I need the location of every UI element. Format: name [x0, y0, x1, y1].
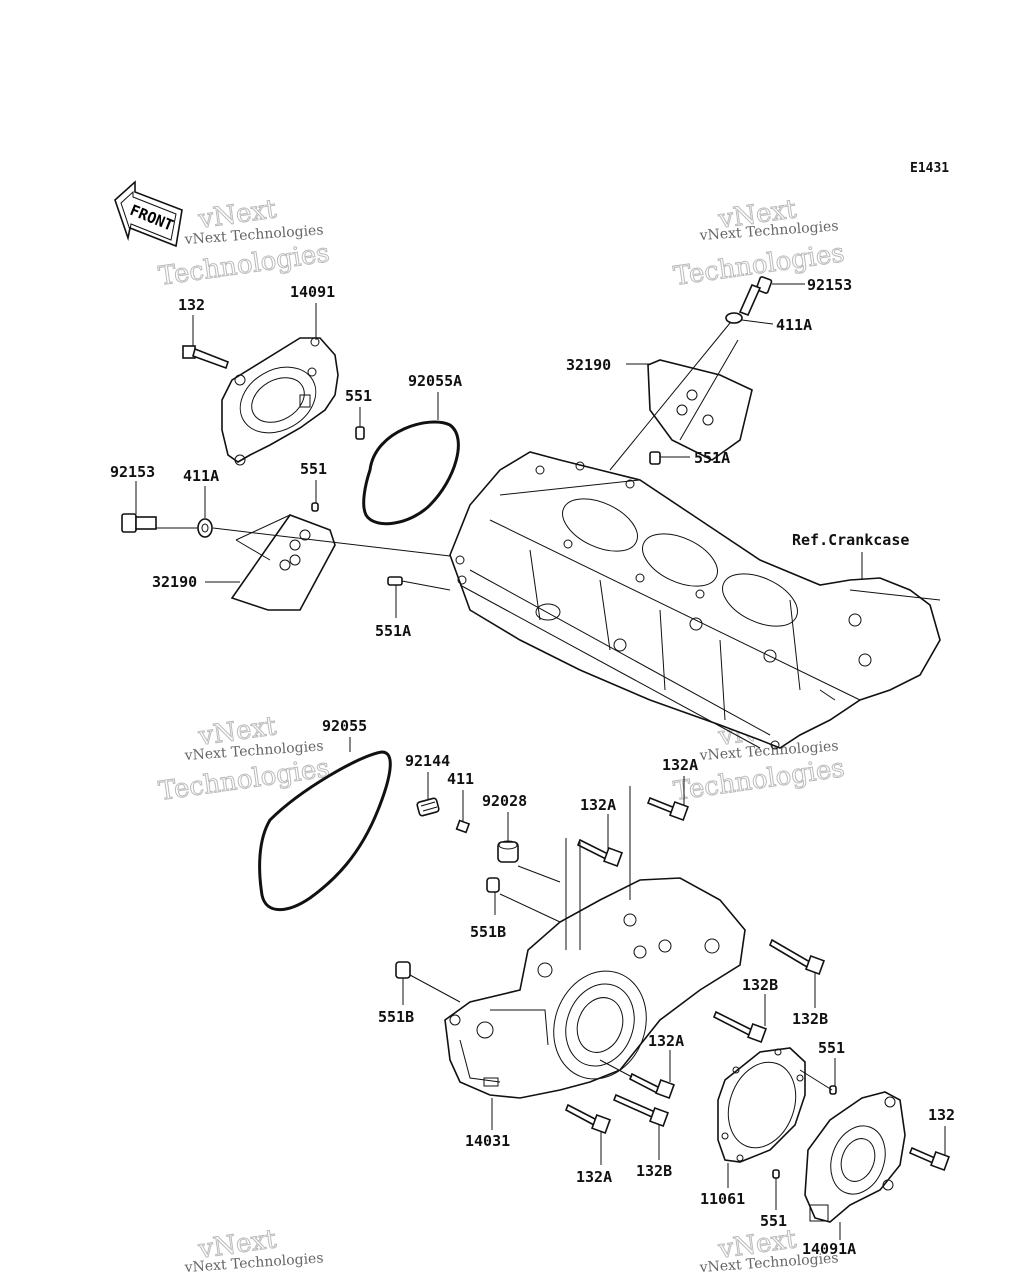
diagram-code: E1431	[910, 161, 949, 176]
label-132: 132	[178, 296, 205, 314]
label-132A: 132A	[648, 1032, 684, 1050]
label-92055: 92055	[322, 717, 367, 735]
svg-text:Technologies: Technologies	[157, 753, 332, 807]
washer-411A-left	[197, 518, 213, 538]
label-14091A: 14091A	[802, 1240, 856, 1258]
cover-14031	[444, 877, 746, 1099]
label-551: 551	[760, 1212, 787, 1230]
label-14091: 14091	[290, 283, 335, 301]
label-551A: 551A	[694, 449, 730, 467]
washer-411A-right	[725, 312, 743, 324]
watermark-bottom-left: vNext vNext Technologies	[183, 1224, 324, 1276]
label-92153: 92153	[807, 276, 852, 294]
crankcase-ref	[449, 451, 941, 750]
label-11061: 11061	[700, 1190, 745, 1208]
cover-14091	[221, 337, 339, 466]
pin-551A-right	[649, 451, 661, 465]
dowel-551B-1	[486, 877, 500, 893]
bolt-92153-left	[121, 513, 157, 533]
bolt-132B-lower	[612, 1093, 669, 1127]
pin-551-c	[829, 1085, 837, 1095]
watermark-top-left: vNext vNext Technologies Technologies	[156, 194, 332, 293]
label-551: 551	[818, 1039, 845, 1057]
label-551A: 551A	[375, 622, 411, 640]
oring-92055	[258, 750, 392, 912]
part-labels: 14091 132 551 551 92055A 92153 411A 3219…	[110, 276, 955, 1258]
label-411A: 411A	[183, 467, 219, 485]
label-132B: 132B	[792, 1010, 828, 1028]
cover-14091A	[804, 1091, 906, 1223]
gasket-11061	[717, 1047, 806, 1163]
pin-551-a	[355, 426, 365, 440]
bolt-132A-mid	[576, 838, 623, 867]
nut-411	[455, 819, 471, 834]
bolt-132-right	[908, 1146, 950, 1171]
oring-92055A	[362, 420, 460, 526]
label-551B: 551B	[470, 923, 506, 941]
bracket-32190-left	[230, 514, 336, 611]
label-132A: 132A	[580, 796, 616, 814]
label-92055A: 92055A	[408, 372, 462, 390]
bolt-92153-right	[738, 276, 773, 317]
label-132B: 132B	[742, 976, 778, 994]
ref-crankcase-label: Ref.Crankcase	[792, 531, 909, 549]
label-411: 411	[447, 770, 474, 788]
label-92028: 92028	[482, 792, 527, 810]
bolt-132-left	[182, 345, 229, 370]
spring-92144	[416, 797, 440, 817]
bolt-132B-right	[769, 938, 825, 975]
leader-lines	[135, 283, 946, 1240]
collar-92028	[497, 840, 519, 863]
pin-551-b	[311, 502, 319, 512]
dowel-551B-2	[395, 961, 411, 979]
label-14031: 14031	[465, 1132, 510, 1150]
bracket-32190-right	[647, 359, 753, 461]
label-551B: 551B	[378, 1008, 414, 1026]
label-32190: 32190	[152, 573, 197, 591]
bolt-132A-lower	[628, 1072, 675, 1099]
label-132A: 132A	[576, 1168, 612, 1186]
bolt-132A-bottom	[564, 1103, 611, 1134]
bolt-132B-mid	[712, 1010, 767, 1043]
front-arrow-icon: FRONT	[114, 180, 183, 248]
pin-551-d	[772, 1169, 780, 1179]
label-132B: 132B	[636, 1162, 672, 1180]
label-551: 551	[345, 387, 372, 405]
label-411A: 411A	[776, 316, 812, 334]
label-132A: 132A	[662, 756, 698, 774]
label-551: 551	[300, 460, 327, 478]
label-92144: 92144	[405, 752, 450, 770]
pin-551A-left	[387, 576, 403, 586]
label-32190: 32190	[566, 356, 611, 374]
label-92153: 92153	[110, 463, 155, 481]
bolt-132A-top	[646, 796, 689, 821]
label-132: 132	[928, 1106, 955, 1124]
